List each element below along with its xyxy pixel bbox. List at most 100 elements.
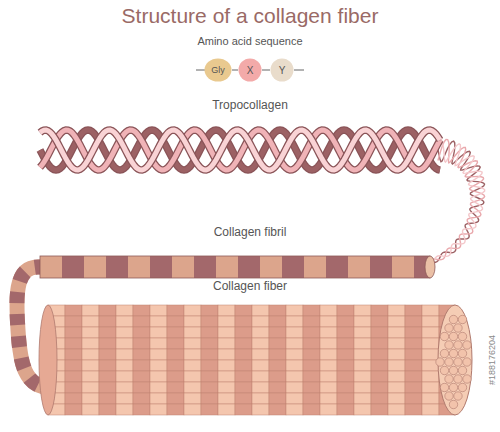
fiber-segment <box>133 316 150 327</box>
fiber-segment <box>99 393 116 404</box>
fibril-band <box>282 256 304 278</box>
fiber-segment <box>116 371 133 382</box>
fiber-segment <box>320 305 337 316</box>
fiber-segment <box>371 371 388 382</box>
fiber-segment <box>235 371 252 382</box>
chain-end-line <box>294 70 304 71</box>
fiber-segment <box>99 371 116 382</box>
fibril-band <box>238 256 260 278</box>
fiber-segment <box>184 316 201 327</box>
fiber-segment <box>252 305 269 316</box>
fiber-segment <box>337 371 354 382</box>
fiber-segment <box>133 371 150 382</box>
fiber-segment <box>269 316 286 327</box>
fiber-segment <box>184 371 201 382</box>
fiber-segment <box>388 382 405 393</box>
fiber-segment <box>99 360 116 371</box>
fiber-segment <box>286 316 303 327</box>
fiber-segment <box>422 393 439 404</box>
amino-acid-circle: X <box>238 58 262 82</box>
fiber-segment <box>371 382 388 393</box>
fiber-segment <box>303 360 320 371</box>
fibril-cross-section <box>440 332 448 340</box>
fiber-segment <box>82 404 99 415</box>
fiber-segment <box>218 316 235 327</box>
fibril-cross-section <box>458 315 466 323</box>
fibril-cross-section <box>458 349 466 357</box>
fiber-segment <box>320 382 337 393</box>
fiber-segment <box>252 404 269 415</box>
fiber-segment <box>167 305 184 316</box>
fiber-segment <box>286 382 303 393</box>
fiber-segment <box>65 316 82 327</box>
fiber-segment <box>235 382 252 393</box>
fiber-segment <box>99 349 116 360</box>
amino-acid-shape <box>271 59 294 82</box>
fiber-segment <box>405 393 422 404</box>
fiber-segment <box>269 305 286 316</box>
fiber-segment <box>337 349 354 360</box>
fibril-cross-section <box>463 341 471 349</box>
fibril-band <box>40 256 62 278</box>
fiber-segment <box>286 349 303 360</box>
helix-strand <box>40 130 440 170</box>
fiber-segment <box>235 316 252 327</box>
fibril-band <box>326 256 348 278</box>
fiber-segment <box>371 404 388 415</box>
fiber-segment <box>82 305 99 316</box>
fiber-segment <box>218 393 235 404</box>
fiber-segment <box>65 305 82 316</box>
fiber-segment <box>133 349 150 360</box>
fibril-cross-section <box>449 332 457 340</box>
fiber-segment <box>405 349 422 360</box>
fiber-segment <box>303 316 320 327</box>
fiber-segment <box>65 393 82 404</box>
fiber-segment <box>150 327 167 338</box>
section-label: Amino acid sequence <box>197 35 302 47</box>
fiber-segment <box>405 382 422 393</box>
fiber-segment <box>99 327 116 338</box>
fiber-segment <box>269 371 286 382</box>
fiber-segment <box>167 327 184 338</box>
fiber-segment <box>371 360 388 371</box>
fibril-cross-section <box>449 349 457 357</box>
fiber-segment <box>354 382 371 393</box>
fiber-segment <box>184 393 201 404</box>
fiber-segment <box>218 404 235 415</box>
fiber-segment <box>82 316 99 327</box>
fiber-segment <box>354 305 371 316</box>
fiber-segment <box>286 371 303 382</box>
fiber-segment <box>388 327 405 338</box>
fiber-segment <box>320 327 337 338</box>
fiber-segment <box>167 316 184 327</box>
fiber-segment <box>405 404 422 415</box>
fiber-segment <box>388 316 405 327</box>
fiber-segment <box>116 382 133 393</box>
fiber-segment <box>405 360 422 371</box>
fiber-segment <box>235 305 252 316</box>
fiber-segment <box>320 349 337 360</box>
fiber-segment <box>388 371 405 382</box>
fiber-segment <box>303 404 320 415</box>
fiber-segment <box>337 316 354 327</box>
fibril-band <box>304 256 326 278</box>
fibril-cross-section <box>454 375 462 383</box>
fiber-segment <box>286 404 303 415</box>
fiber-segment <box>371 305 388 316</box>
fiber-segment <box>150 305 167 316</box>
fiber-segment <box>235 327 252 338</box>
fibril-cross-section <box>458 332 466 340</box>
fiber-segment <box>235 393 252 404</box>
fibril-band <box>348 256 370 278</box>
fiber-segment <box>405 316 422 327</box>
fiber-segment <box>201 338 218 349</box>
fibril-band <box>216 256 238 278</box>
fiber-segment <box>320 338 337 349</box>
fiber-segment <box>269 404 286 415</box>
fiber-segment <box>150 404 167 415</box>
fiber-segment <box>252 316 269 327</box>
fiber-segment <box>167 338 184 349</box>
fiber-segment <box>184 338 201 349</box>
fibril-band <box>84 256 106 278</box>
